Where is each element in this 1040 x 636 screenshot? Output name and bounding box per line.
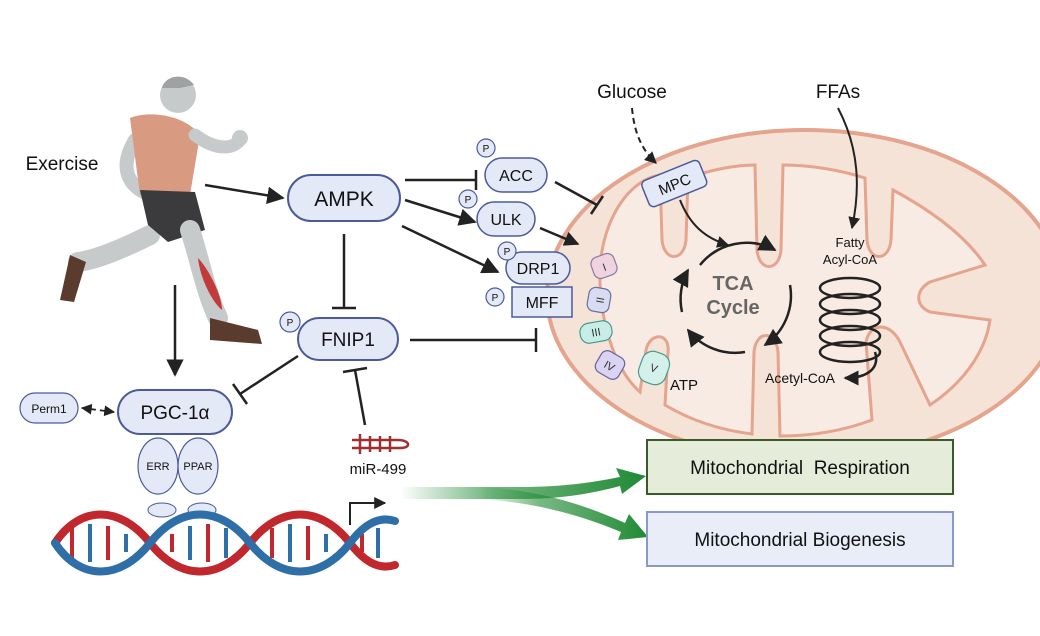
tca-label-line2: Cycle: [706, 297, 759, 319]
arrow-to-biogenesis: [480, 487, 648, 540]
mir499-hairpin: [352, 434, 410, 454]
ulk-to-mito-arrow: [539, 226, 580, 246]
back-shoe: [60, 255, 86, 302]
perm1-label: Perm1: [31, 402, 67, 416]
drp1-label: DRP1: [517, 261, 560, 278]
mitochondrial-biogenesis-box: Mitochondrial Biogenesis: [646, 511, 954, 567]
mir499-inhibits-fnip1: [353, 369, 367, 426]
mff-node: MFF P: [485, 286, 573, 318]
drp1-phospho: P: [504, 247, 511, 258]
err-label: ERR: [146, 461, 169, 473]
respiration-label: Mitochondrial Respiration: [690, 458, 910, 479]
acc-inhibits-mito: [554, 180, 598, 207]
exercise-label: Exercise: [26, 154, 99, 175]
fnip1-label: FNIP1: [321, 330, 375, 351]
runner-figure: [60, 76, 262, 344]
ampk-node: AMPK: [287, 174, 401, 222]
output-arrows: [400, 468, 648, 540]
mitochondrial-respiration-box: Mitochondrial Respiration: [646, 439, 954, 495]
ppar-label: PPAR: [183, 461, 212, 473]
tca-arrow-top: [699, 234, 777, 266]
acc-node: ACC P: [476, 138, 548, 193]
perm1-node: Perm1: [19, 392, 79, 424]
ampk-to-drp1-arrow: [401, 224, 500, 274]
transcription-start-arrow: [349, 497, 387, 525]
fnip1-phospho: P: [287, 318, 294, 329]
biogenesis-label: Mitochondrial Biogenesis: [694, 530, 905, 551]
complex-v: V: [648, 362, 660, 376]
ulk-node: ULK P: [458, 189, 536, 237]
err-node: ERR: [137, 437, 179, 518]
respiratory-complexes: I II III IV V ATP: [579, 252, 698, 394]
atp-label: ATP: [670, 377, 698, 394]
ulk-label: ULK: [490, 212, 521, 229]
ffas-arrow: [837, 107, 861, 230]
mff-phospho: P: [492, 293, 499, 304]
beta-oxidation-spiral: [818, 276, 882, 386]
calf-muscle: [198, 258, 222, 310]
acetyl-coa-label: Acetyl-CoA: [765, 370, 836, 386]
fatty-acyl-coa-line2: Acyl-CoA: [823, 252, 878, 267]
mir499-label: miR-499: [350, 461, 407, 478]
ampk-label: AMPK: [314, 188, 374, 211]
complex-iii: III: [591, 326, 602, 339]
ampk-to-ulk-arrow: [404, 198, 477, 226]
pgc1a-label: PGC-1α: [140, 403, 209, 424]
drp1-node: DRP1 P: [497, 241, 571, 285]
front-shoe: [210, 318, 262, 344]
fnip1-inhibits-pgc1a: [239, 354, 299, 396]
tca-label-line1: TCA: [712, 273, 753, 295]
dna-helix: [51, 510, 399, 576]
arrow-to-respiration: [400, 468, 646, 499]
perm1-pgc1a-bidirectional-arrow: [80, 403, 116, 417]
fatty-acyl-coa-line1: Fatty: [836, 235, 865, 250]
mpc-to-tca-arrow: [679, 199, 730, 248]
acc-phospho: P: [483, 144, 490, 155]
fnip1-node: FNIP1 P: [279, 311, 399, 361]
tca-cycle: TCA Cycle: [672, 234, 793, 355]
acetyl-coa-arrow: [843, 351, 878, 386]
ulk-phospho: P: [465, 195, 472, 206]
tca-arrow-bottom: [686, 328, 746, 355]
mff-label: MFF: [526, 295, 559, 312]
ffas-label: FFAs: [816, 82, 860, 103]
mitochondrion-inner-membrane: [598, 163, 992, 438]
tca-arrow-right: [763, 284, 793, 347]
glucose-arrow: [631, 107, 657, 164]
glucose-label: Glucose: [597, 82, 667, 103]
mitochondrion: [545, 128, 1040, 462]
acc-label: ACC: [499, 168, 533, 185]
pgc1a-node: PGC-1α: [117, 389, 233, 435]
exercise-to-ampk-arrow: [204, 183, 285, 205]
tca-arrow-left: [672, 268, 690, 313]
complex-ii: II: [595, 296, 608, 304]
complex-i: I: [601, 262, 608, 274]
ppar-node: PPAR: [177, 437, 219, 518]
runner-shirt: [130, 114, 200, 195]
